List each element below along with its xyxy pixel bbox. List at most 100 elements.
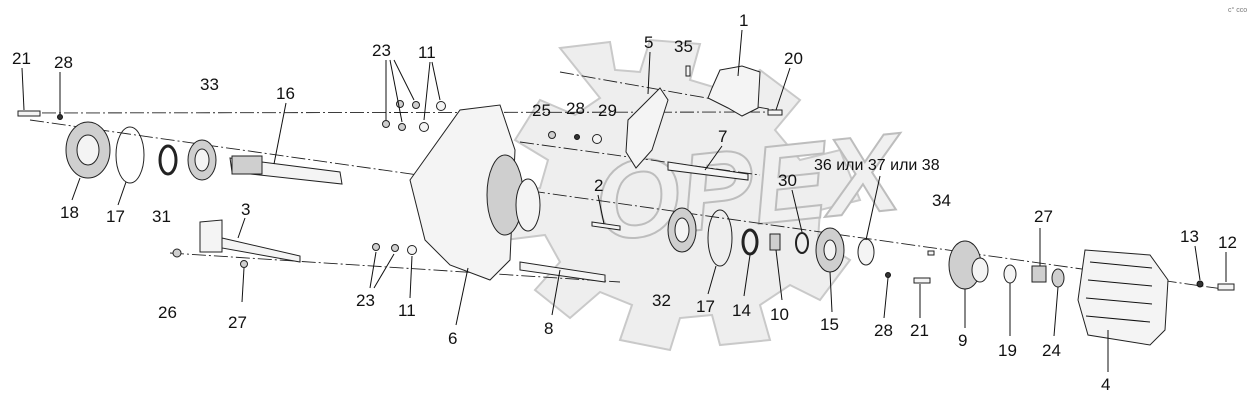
callout-31: 31 <box>152 207 171 226</box>
bolt-21-left <box>17 110 41 117</box>
washer-29 <box>592 134 602 144</box>
leader-28c <box>883 277 889 319</box>
pin-34 <box>927 250 935 256</box>
callout-29: 29 <box>598 101 617 120</box>
ring-31 <box>158 144 178 176</box>
leader-2 <box>597 194 605 225</box>
callout-36-37-38: 36 или 37 или 38 <box>814 157 940 174</box>
callout-23-upper: 23 <box>372 41 391 60</box>
callout-12: 12 <box>1218 233 1237 252</box>
leader-8 <box>551 269 561 316</box>
washer-19 <box>1003 264 1017 284</box>
leader-lines <box>21 29 1227 372</box>
shaft-3 <box>221 237 301 263</box>
pulley-4-groove-a <box>1089 261 1153 269</box>
corner-mark: c° cco <box>1228 6 1247 14</box>
axis-main <box>29 119 1231 291</box>
callout-3: 3 <box>241 200 250 219</box>
callout-4: 4 <box>1101 375 1110 394</box>
leader-17b <box>707 265 717 295</box>
leader-23b-2 <box>373 253 395 289</box>
leader-36 <box>865 175 881 241</box>
nut-26 <box>172 248 182 258</box>
leader-27a <box>241 267 245 303</box>
leader-7 <box>704 145 723 171</box>
leader-23a-2 <box>389 59 403 123</box>
nut-23-upper-c <box>398 123 406 131</box>
callout-26: 26 <box>158 303 177 322</box>
washer-28-upper <box>574 134 580 140</box>
pin-2 <box>591 221 621 231</box>
callout-17-left: 17 <box>106 207 125 226</box>
hub-9-boss <box>971 257 989 283</box>
pin-35 <box>685 65 691 77</box>
callout-18: 18 <box>60 203 79 222</box>
bolt-21-right <box>913 277 931 284</box>
washer-11-upper-a <box>419 122 429 132</box>
callout-32: 32 <box>652 291 671 310</box>
callout-19: 19 <box>998 341 1017 360</box>
nut-24 <box>1051 268 1065 288</box>
callout-27-left: 27 <box>228 313 247 332</box>
washer-11-lower <box>407 245 417 255</box>
callout-13: 13 <box>1180 227 1199 246</box>
nut-25 <box>548 131 556 139</box>
nut-23-lower-b <box>391 244 399 252</box>
callout-6: 6 <box>448 329 457 348</box>
leader-5 <box>647 51 651 95</box>
leader-23a-3 <box>393 59 415 101</box>
washer-28-right <box>885 272 891 278</box>
washer-10 <box>769 233 781 251</box>
callout-9: 9 <box>958 331 967 350</box>
callout-27-right: 27 <box>1034 207 1053 226</box>
nut-27-left <box>240 260 248 268</box>
pulley-4-groove-d <box>1085 315 1151 323</box>
flange-18-bore <box>76 134 100 166</box>
callout-10: 10 <box>770 305 789 324</box>
nut-23-upper-d <box>412 101 420 109</box>
bracket-1 <box>707 65 761 117</box>
leader-17a <box>117 181 127 206</box>
callout-11-lower: 11 <box>398 301 416 320</box>
leader-10 <box>775 249 783 301</box>
parts <box>17 65 1235 346</box>
leader-16 <box>273 102 287 165</box>
shaft-8 <box>519 261 606 283</box>
callout-28-mid: 28 <box>566 99 585 118</box>
pulley-4-groove-b <box>1087 279 1153 287</box>
leader-11a-1 <box>423 61 431 121</box>
leader-14 <box>743 254 751 297</box>
leader-6 <box>455 267 469 326</box>
callout-17-right: 17 <box>696 297 715 316</box>
flange-15-bore <box>823 239 837 261</box>
pulley-4-groove-c <box>1085 297 1153 305</box>
ring-14 <box>741 228 759 256</box>
bolt-12 <box>1217 283 1235 291</box>
gasket-17-right <box>707 209 733 267</box>
shaft-7 <box>667 161 749 181</box>
nut-23-lower-a <box>372 243 380 251</box>
axis-lower <box>169 252 621 283</box>
nut-23-upper-a <box>382 120 390 128</box>
leader-13 <box>1194 245 1201 281</box>
leader-15 <box>829 271 833 313</box>
callout-24: 24 <box>1042 341 1061 360</box>
bolt-20 <box>767 109 783 116</box>
callout-14: 14 <box>732 301 751 320</box>
callout-7: 7 <box>718 127 727 146</box>
leader-3 <box>237 217 246 239</box>
callout-23-lower: 23 <box>356 291 375 310</box>
callout-33: 33 <box>200 75 219 94</box>
callout-21-right: 21 <box>910 321 929 340</box>
washer-13 <box>1196 280 1204 288</box>
washer-11-upper-b <box>436 101 446 111</box>
leader-1 <box>737 29 743 77</box>
washer-28-left <box>57 114 63 120</box>
leader-24 <box>1053 286 1059 337</box>
leader-11b <box>409 255 413 299</box>
leader-23b-1 <box>369 251 377 289</box>
callout-15: 15 <box>820 315 839 334</box>
callout-30: 30 <box>778 171 797 190</box>
shaft-16-splines <box>231 155 263 175</box>
